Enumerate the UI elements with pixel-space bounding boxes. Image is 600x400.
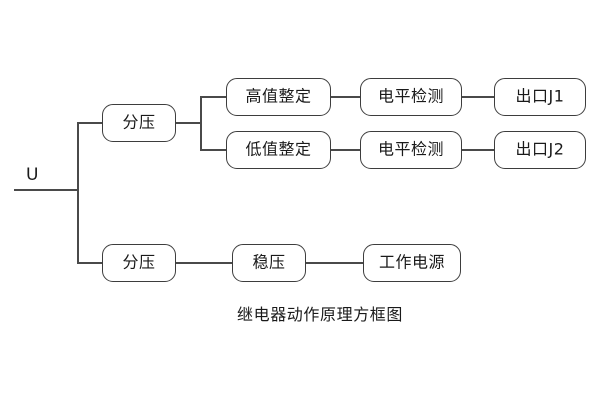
- node-work-supply[interactable]: 工作电源: [363, 244, 461, 282]
- node-label-regulator: 稳压: [252, 252, 286, 272]
- node-label-work-supply: 工作电源: [378, 252, 445, 272]
- input-voltage-label: U: [26, 165, 39, 185]
- node-divider-bottom[interactable]: 分压: [102, 244, 176, 282]
- node-label-high-set: 高值整定: [245, 86, 312, 106]
- node-label-divider-top: 分压: [122, 112, 156, 132]
- node-output-j1[interactable]: 出口J1: [494, 78, 586, 116]
- node-label-divider-bottom: 分压: [122, 252, 156, 272]
- node-high-set[interactable]: 高值整定: [226, 78, 331, 116]
- node-label-low-set: 低值整定: [245, 139, 312, 159]
- node-output-j2[interactable]: 出口J2: [494, 131, 586, 169]
- node-divider-top[interactable]: 分压: [102, 104, 176, 142]
- node-label-level-detect-2: 电平检测: [377, 139, 444, 159]
- node-low-set[interactable]: 低值整定: [226, 131, 331, 169]
- node-regulator[interactable]: 稳压: [232, 244, 306, 282]
- node-level-detect-1[interactable]: 电平检测: [360, 78, 462, 116]
- node-level-detect-2[interactable]: 电平检测: [360, 131, 462, 169]
- node-label-level-detect-1: 电平检测: [377, 86, 444, 106]
- node-label-output-j2: 出口J2: [515, 139, 565, 159]
- node-label-output-j1: 出口J1: [515, 86, 565, 106]
- diagram-caption: 继电器动作原理方框图: [237, 305, 404, 324]
